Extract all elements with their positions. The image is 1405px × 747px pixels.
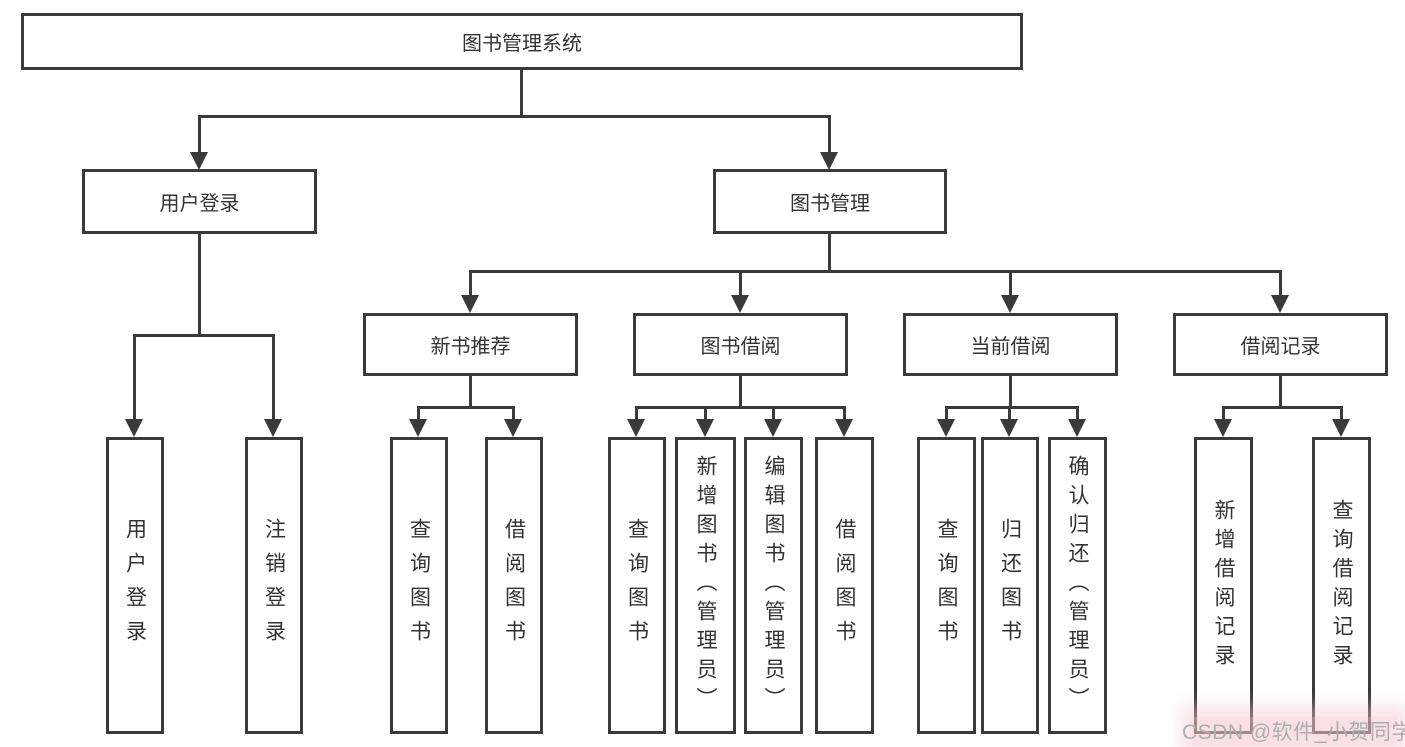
connector-stem	[1009, 376, 1012, 409]
arrow-down-icon	[1000, 419, 1018, 437]
connector-drop	[635, 406, 638, 420]
node-user-login-label: 用户登录	[159, 193, 240, 215]
connector-drop	[1340, 406, 1343, 420]
leaf-add-book-admin: 新增图书（管理员）	[675, 437, 736, 734]
connector-bus	[635, 406, 846, 409]
leaf-return-book: 归还图书	[981, 437, 1039, 734]
arrow-down-icon	[409, 419, 427, 437]
csdn-watermark: CSDN @软件_小贺同学	[1182, 721, 1405, 744]
connector-bus	[945, 406, 1079, 409]
leaf-edit-book-admin: 编辑图书（管理员）	[744, 437, 803, 734]
arrow-down-icon	[125, 419, 143, 437]
arrow-down-icon	[1001, 295, 1019, 313]
leaf-label: 新增借阅记录	[1212, 498, 1235, 673]
arrow-down-icon	[1271, 295, 1289, 313]
arrow-down-icon	[820, 152, 838, 170]
node-borrow-records: 借阅记录	[1173, 313, 1388, 376]
node-current-borrow: 当前借阅	[903, 313, 1118, 376]
connector-drop	[945, 406, 948, 420]
connector-drop	[843, 406, 846, 420]
connector-bus	[417, 406, 515, 409]
arrow-down-icon	[1214, 419, 1232, 437]
node-book-management-label: 图书管理	[790, 193, 870, 215]
leaf-logout: 注销登录	[245, 437, 303, 734]
node-book-borrow: 图书借阅	[633, 313, 848, 376]
connector-user-login-drop	[198, 115, 201, 153]
node-book-borrow-label: 图书借阅	[700, 336, 781, 358]
node-root: 图书管理系统	[21, 13, 1023, 70]
arrow-down-icon	[731, 295, 749, 313]
arrow-down-icon	[835, 419, 853, 437]
connector-drop	[704, 406, 707, 420]
leaf-label: 新增图书（管理员）	[694, 455, 717, 716]
connector-root-stem	[520, 69, 523, 118]
arrow-down-icon	[1068, 419, 1086, 437]
connector-drop	[739, 270, 742, 296]
leaf-label: 查询图书	[625, 517, 649, 654]
connector-drop	[1222, 406, 1225, 420]
arrow-down-icon	[461, 295, 479, 313]
arrow-down-icon	[190, 152, 208, 170]
leaf-query-books-recommend: 查询图书	[390, 437, 448, 734]
node-book-management: 图书管理	[713, 169, 947, 234]
node-root-label: 图书管理系统	[462, 33, 582, 55]
connector-book-mgmt-drop	[828, 115, 831, 153]
connector-stem	[469, 376, 472, 409]
leaf-label: 查询图书	[935, 517, 958, 654]
connector-user-login-stem	[198, 233, 201, 337]
connector-drop	[1076, 406, 1079, 420]
node-current-borrow-label: 当前借阅	[970, 336, 1051, 358]
connector-drop	[1008, 406, 1011, 420]
arrow-down-icon	[504, 419, 522, 437]
arrow-down-icon	[627, 419, 645, 437]
leaf-user-login: 用户登录	[106, 437, 164, 734]
connector-drop	[417, 406, 420, 420]
leaf-label: 查询图书	[407, 517, 431, 654]
leaf-label: 借阅图书	[502, 517, 526, 654]
connector-drop	[1279, 270, 1282, 296]
leaf-label: 查询借阅记录	[1330, 498, 1353, 673]
leaf-add-borrow-record: 新增借阅记录	[1194, 437, 1253, 734]
connector-bus	[1222, 406, 1343, 409]
watermark-pink-wash	[1192, 717, 1397, 745]
leaf-confirm-return-admin: 确认归还（管理员）	[1048, 437, 1107, 734]
connector-drop	[512, 406, 515, 420]
arrow-down-icon	[264, 419, 282, 437]
leaf-label: 借阅图书	[833, 517, 856, 654]
leaf-label: 归还图书	[998, 517, 1022, 654]
node-new-book-recommend-label: 新书推荐	[430, 336, 511, 358]
connector-drop	[469, 270, 472, 296]
connector-drop	[772, 406, 775, 420]
node-new-book-recommend: 新书推荐	[363, 313, 578, 376]
leaf-label: 注销登录	[262, 517, 286, 654]
node-user-login: 用户登录	[82, 169, 317, 234]
arrow-down-icon	[764, 419, 782, 437]
leaf-borrow-books-recommend: 借阅图书	[485, 437, 543, 734]
connector-stem	[1279, 376, 1282, 409]
connector-level2-bus	[198, 115, 831, 118]
connector-user-login-bus	[133, 334, 275, 337]
arrow-down-icon	[696, 419, 714, 437]
arrow-down-icon	[937, 419, 955, 437]
leaf-query-borrow-record: 查询借阅记录	[1312, 437, 1371, 734]
leaf-label: 编辑图书（管理员）	[762, 455, 785, 716]
arrow-down-icon	[1332, 419, 1350, 437]
connector-drop	[1009, 270, 1012, 296]
leaf-query-books-borrow: 查询图书	[608, 437, 666, 734]
leaf-label: 确认归还（管理员）	[1066, 455, 1089, 716]
node-borrow-records-label: 借阅记录	[1240, 336, 1321, 358]
connector-book-mgmt-stem	[828, 233, 831, 273]
leaf-label: 用户登录	[123, 517, 147, 654]
leaf-borrow-books: 借阅图书	[815, 437, 874, 734]
connector-stem	[739, 376, 742, 409]
leaf-query-books-current: 查询图书	[917, 437, 976, 734]
connector-level3-bus	[469, 270, 1282, 273]
connector-drop	[272, 334, 275, 420]
connector-drop	[133, 334, 136, 420]
